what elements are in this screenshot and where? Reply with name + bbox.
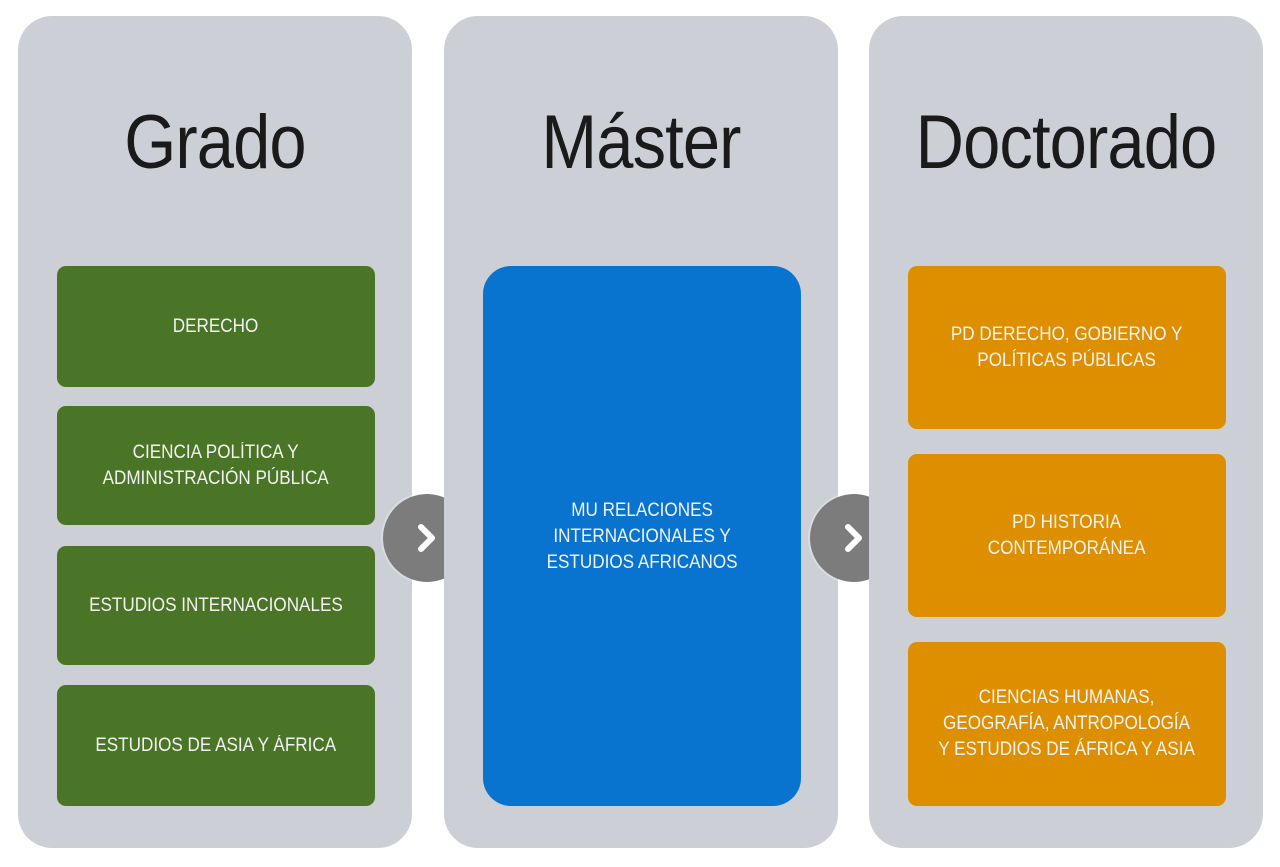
column-title-doctorado: Doctorado bbox=[915, 100, 1218, 185]
program-label: ESTUDIOS INTERNACIONALES bbox=[89, 594, 343, 616]
program-label: DERECHO bbox=[173, 315, 259, 337]
program-label: PD DERECHO, GOBIERNO Y POLÍTICAS PÚBLICA… bbox=[951, 323, 1183, 371]
program-label: MU RELACIONES INTERNACIONALES Y ESTUDIOS… bbox=[546, 500, 738, 573]
chevron-right-glyph bbox=[845, 524, 862, 552]
program-label: CIENCIAS HUMANAS, GEOGRAFÍA, ANTROPOLOGÍ… bbox=[938, 687, 1196, 760]
program-box-estudios-internacionales: ESTUDIOS INTERNACIONALES bbox=[57, 546, 375, 665]
program-box-derecho: DERECHO bbox=[57, 266, 375, 387]
program-box-mu-relaciones-internacionales: MU RELACIONES INTERNACIONALES Y ESTUDIOS… bbox=[483, 266, 801, 806]
column-doctorado: Doctorado PD DERECHO, GOBIERNO Y POLÍTIC… bbox=[869, 16, 1263, 848]
program-label: PD HISTORIA CONTEMPORÁNEA bbox=[988, 511, 1146, 559]
program-box-ciencias-humanas: CIENCIAS HUMANAS, GEOGRAFÍA, ANTROPOLOGÍ… bbox=[908, 642, 1226, 806]
program-box-estudios-asia-africa: ESTUDIOS DE ASIA Y ÁFRICA bbox=[57, 685, 375, 806]
column-title-grado: Grado bbox=[124, 100, 306, 185]
program-box-pd-historia: PD HISTORIA CONTEMPORÁNEA bbox=[908, 454, 1226, 617]
chevron-right-glyph bbox=[418, 524, 435, 552]
column-master: Máster MU RELACIONES INTERNACIONALES Y E… bbox=[444, 16, 838, 848]
program-label: CIENCIA POLÍTICA Y ADMINISTRACIÓN PÚBLIC… bbox=[102, 441, 330, 489]
program-label: ESTUDIOS DE ASIA Y ÁFRICA bbox=[95, 734, 337, 756]
program-box-pd-derecho: PD DERECHO, GOBIERNO Y POLÍTICAS PÚBLICA… bbox=[908, 266, 1226, 429]
column-grado: Grado DERECHO CIENCIA POLÍTICA Y ADMINIS… bbox=[18, 16, 412, 848]
column-title-master: Máster bbox=[541, 100, 741, 185]
program-box-ciencia-politica: CIENCIA POLÍTICA Y ADMINISTRACIÓN PÚBLIC… bbox=[57, 406, 375, 525]
